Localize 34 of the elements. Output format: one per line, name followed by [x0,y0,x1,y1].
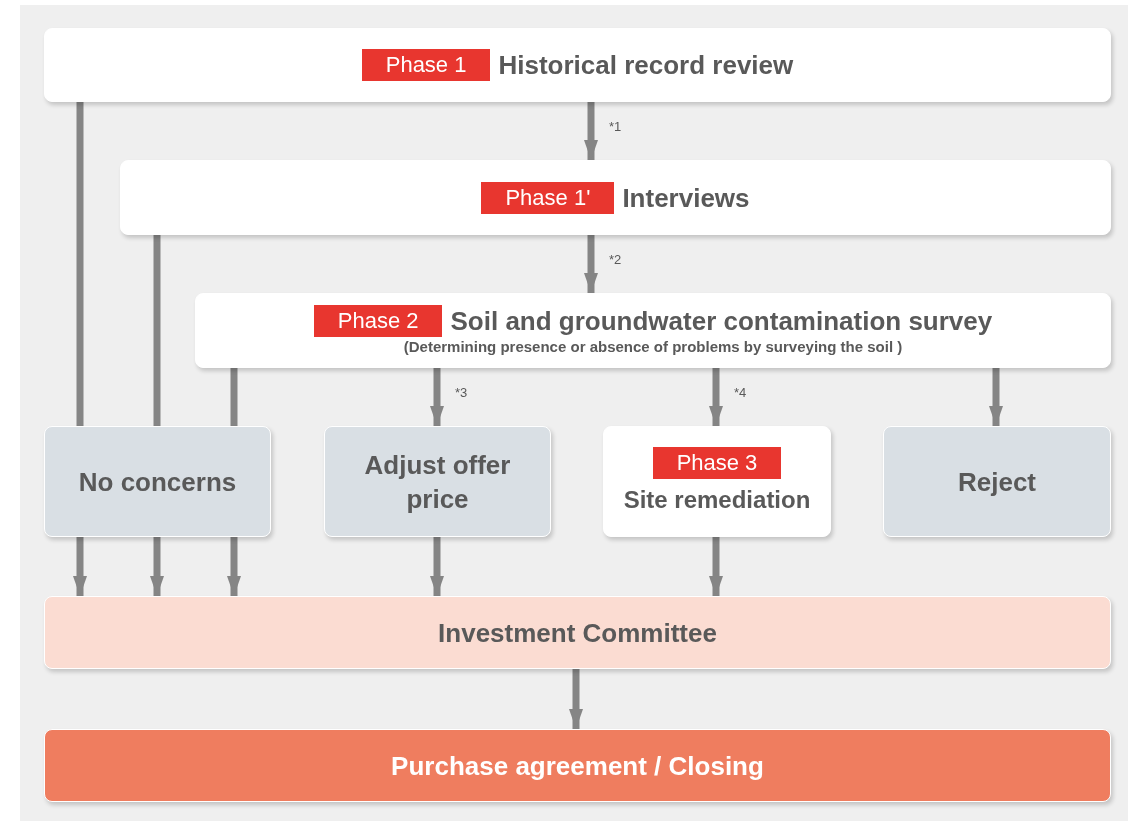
process-box [44,729,1111,802]
phase-badge: Phase 1' [481,181,615,214]
node-title: Historical record review [498,49,794,81]
process-box [44,28,1111,102]
arrow [709,368,723,426]
arrow [73,537,87,596]
node-subtitle: (Determining presence or absence of problems by surveying the soil ) [403,336,903,357]
process-box [883,426,1111,537]
node-title: Adjust offer price [363,448,512,516]
arrow [430,368,444,426]
phase-badge: Phase 3 [652,446,782,479]
node-title: Reject [957,465,1036,499]
arrow [430,537,444,596]
phase-badge: Phase 2 [313,304,443,337]
process-box [603,426,831,537]
node-title: Soil and groundwater contamination survey [450,304,993,337]
arrow [227,537,241,596]
process-box [44,426,271,537]
process-box [120,160,1111,235]
process-box [195,293,1111,368]
process-box [44,596,1111,669]
node-title: Purchase agreement / Closing [391,749,764,783]
arrow [989,368,1003,426]
phase-badge: Phase 1 [361,49,491,81]
node-title: Site remediation [623,484,811,515]
node-title: No concerns [78,465,237,499]
arrow [584,235,598,293]
arrow [584,102,598,160]
arrow [709,537,723,596]
arrow [569,669,583,729]
node-title: Investment Committee [438,616,717,650]
arrow [150,537,164,596]
node-title: Interviews [622,181,750,214]
process-box [324,426,551,537]
